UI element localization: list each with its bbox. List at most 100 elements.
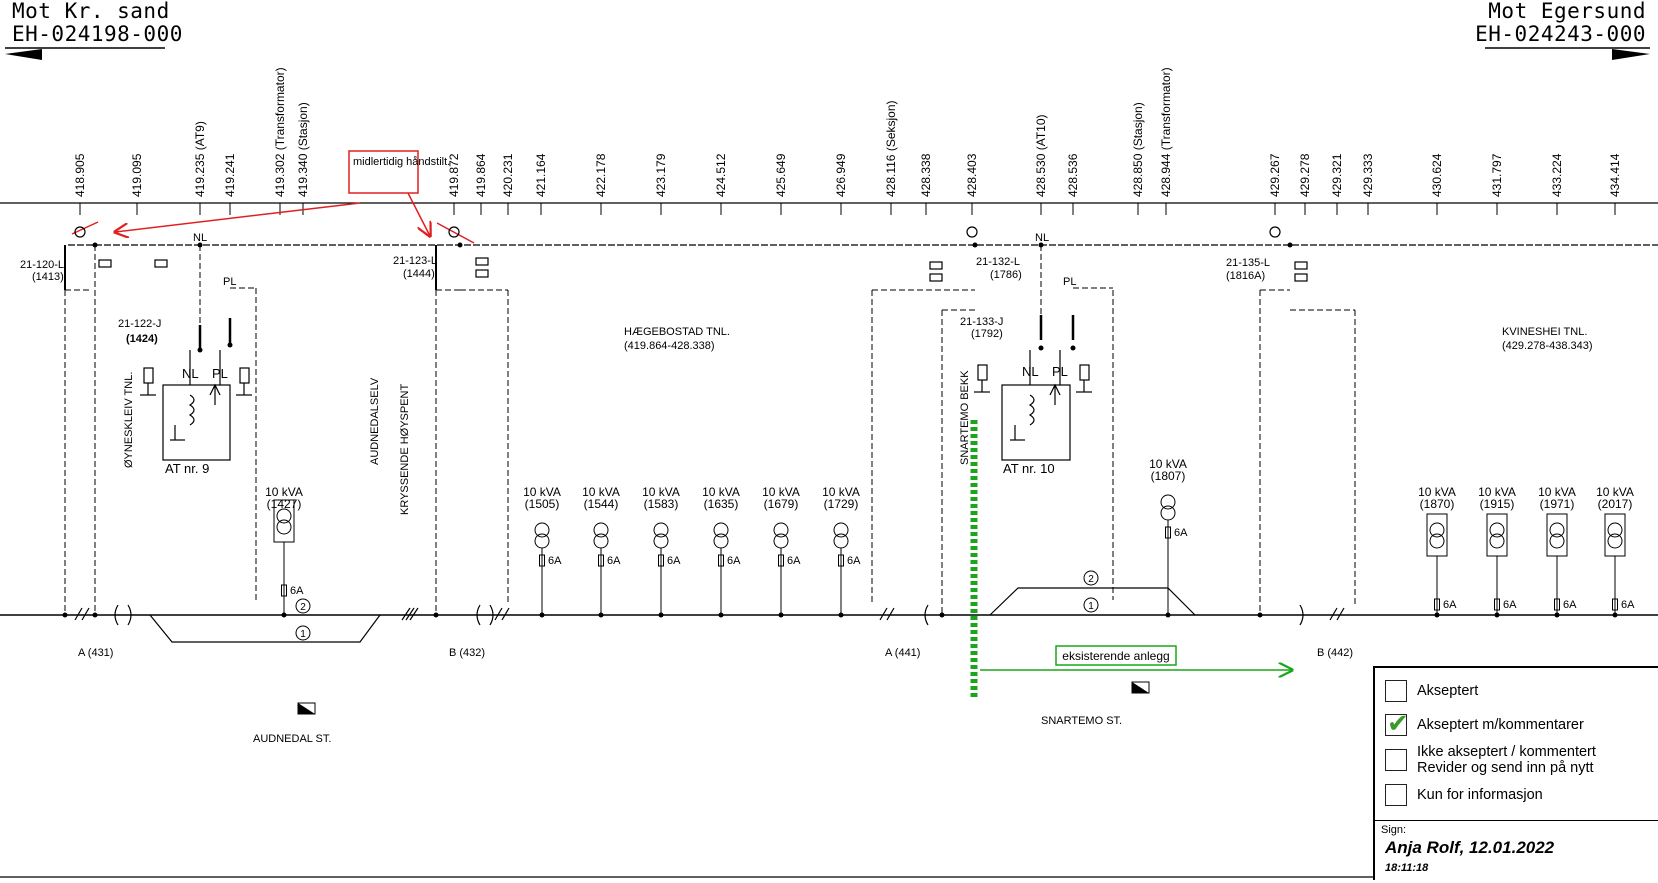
stamp-option-label: Kun for informasjon	[1417, 787, 1543, 803]
junction	[281, 612, 287, 618]
fuse-icon	[778, 554, 784, 567]
arrow-right-icon	[1612, 49, 1650, 60]
transformer-kva: 10 kVA	[822, 485, 860, 499]
fuse-label: 6A	[607, 555, 621, 567]
transformer-icon	[276, 508, 292, 524]
disconnector-icon	[154, 259, 168, 268]
km-marker-label: 428.403	[965, 153, 979, 197]
transformer-id: (1679)	[764, 497, 799, 511]
km-marker-label: 429.267	[1268, 153, 1282, 197]
transformer-kva: 10 kVA	[265, 485, 303, 499]
km-marker-label: 428.116 (Seksjon)	[884, 100, 898, 197]
switch-label: 21-133-J	[960, 316, 1003, 328]
green-note-text: eksisterende anlegg	[1062, 649, 1169, 663]
transformer-id: (1915)	[1480, 497, 1515, 511]
fuse-icon	[281, 584, 287, 597]
crossing-label: KRYSSENDE HØYSPENT	[399, 383, 411, 515]
switch-label: 21-135-L	[1226, 257, 1270, 269]
transformer-icon	[1429, 533, 1445, 549]
transformer-id: (1870)	[1420, 497, 1455, 511]
station-name: SNARTEMO ST.	[1041, 715, 1122, 727]
transformer-icon	[773, 522, 789, 538]
feed-point-label: B (442)	[1317, 647, 1353, 659]
pl-label: PL	[1063, 276, 1076, 288]
stamp-option-akseptert[interactable]: Akseptert	[1375, 680, 1478, 702]
transformer-icon	[653, 522, 669, 538]
checkbox[interactable]	[1385, 784, 1407, 806]
feed-point-label: A (441)	[885, 647, 920, 659]
red-annotation: midlertidig håndstilt.	[71, 150, 475, 244]
switch-label: (1816A)	[1226, 270, 1265, 282]
stamp-option-label: Akseptert	[1417, 683, 1479, 699]
tunnel-range: (429.278-438.343)	[1502, 340, 1593, 352]
fuse-icon	[1612, 598, 1618, 611]
fuse-label: 6A	[1443, 599, 1457, 611]
junction	[539, 612, 545, 618]
junction	[1554, 612, 1560, 618]
junction	[778, 612, 784, 618]
switch-label: (1786)	[990, 269, 1022, 281]
transformer-id: (2017)	[1598, 497, 1633, 511]
fuse-label: 6A	[1174, 527, 1188, 539]
at10-box	[1001, 384, 1071, 461]
km-marker-label: 429.278	[1298, 153, 1312, 197]
nl-label: NL	[1022, 364, 1039, 379]
km-marker-label: 425.649	[774, 153, 788, 197]
km-marker-label: 428.338	[919, 153, 933, 197]
switch-label: 21-123-L	[393, 255, 437, 267]
platforms	[149, 587, 1196, 643]
river-label: AUDNEDALSELV	[369, 377, 381, 465]
stamp-option-label-2: Revider og send inn på nytt	[1417, 760, 1594, 776]
disconnector-icon	[475, 257, 489, 266]
surge-arresters	[140, 364, 1092, 396]
tunnel-label-vertical: ØYNESKLEIV TNL.	[123, 372, 135, 468]
at9-box	[162, 384, 231, 461]
stream-label: SNARTEMO BEKK	[959, 370, 971, 465]
transformer-kva: 10 kVA	[642, 485, 680, 499]
transformer-icon	[713, 533, 729, 549]
disconnector-icon	[98, 259, 112, 268]
pl-label: PL	[1052, 364, 1068, 379]
fuse-label: 6A	[1563, 599, 1577, 611]
circle-num: 1	[1088, 601, 1094, 612]
transformer-id: (1635)	[704, 497, 739, 511]
fuse-icon	[1554, 598, 1560, 611]
stamp-option-ikke-akseptert[interactable]: Ikke akseptert / kommentert Revider og s…	[1375, 744, 1596, 776]
transformer-id: (1505)	[525, 497, 560, 511]
fuse-icon	[1165, 526, 1171, 539]
fuse-label: 6A	[290, 585, 304, 597]
fuse-icon	[539, 554, 545, 567]
nl-label: NL	[193, 232, 207, 244]
stamp-option-informasjon[interactable]: Kun for informasjon	[1375, 784, 1543, 806]
transformer-kva: 10 kVA	[1538, 485, 1576, 499]
stamp-option-akseptert-kommentarer[interactable]: ✔ Akseptert m/kommentarer	[1375, 710, 1584, 736]
transformer-id: (1807)	[1151, 469, 1186, 483]
km-marker-label: 421.164	[534, 153, 548, 197]
feed-point-label: A (431)	[78, 647, 113, 659]
pl-label: PL	[223, 276, 236, 288]
km-marker-label: 419.235 (AT9)	[193, 121, 207, 197]
junction	[1434, 612, 1440, 618]
km-marker-label: 424.512	[714, 153, 728, 197]
transformer-icon	[1489, 522, 1505, 538]
checkbox[interactable]	[1385, 680, 1407, 702]
km-marker-label: 431.797	[1490, 153, 1504, 197]
tunnel-name: HÆGEBOSTAD TNL.	[624, 326, 730, 338]
signer-name: Anja Rolf, 12.01.2022	[1385, 838, 1555, 857]
fuse-label: 6A	[787, 555, 801, 567]
at-transformers	[162, 350, 1071, 461]
checkbox[interactable]: ✔	[1385, 710, 1409, 736]
km-marker-label: 430.624	[1430, 153, 1444, 197]
km-marker-label: 428.850 (Stasjon)	[1131, 102, 1145, 197]
approval-stamp: Akseptert ✔ Akseptert m/kommentarer Ikke…	[1373, 666, 1658, 880]
fuse-icon	[658, 554, 664, 567]
km-marker-label: 419.095	[130, 153, 144, 197]
transformer-icon	[1549, 522, 1565, 538]
fuse-icon	[718, 554, 724, 567]
switch-label: 21-132-L	[976, 256, 1020, 268]
sign-time: 18:11:18	[1385, 862, 1429, 874]
switch-label: 21-120-L	[20, 259, 64, 271]
fuse-label: 6A	[1503, 599, 1517, 611]
disconnector-icon	[475, 269, 489, 278]
checkbox[interactable]	[1385, 749, 1407, 771]
